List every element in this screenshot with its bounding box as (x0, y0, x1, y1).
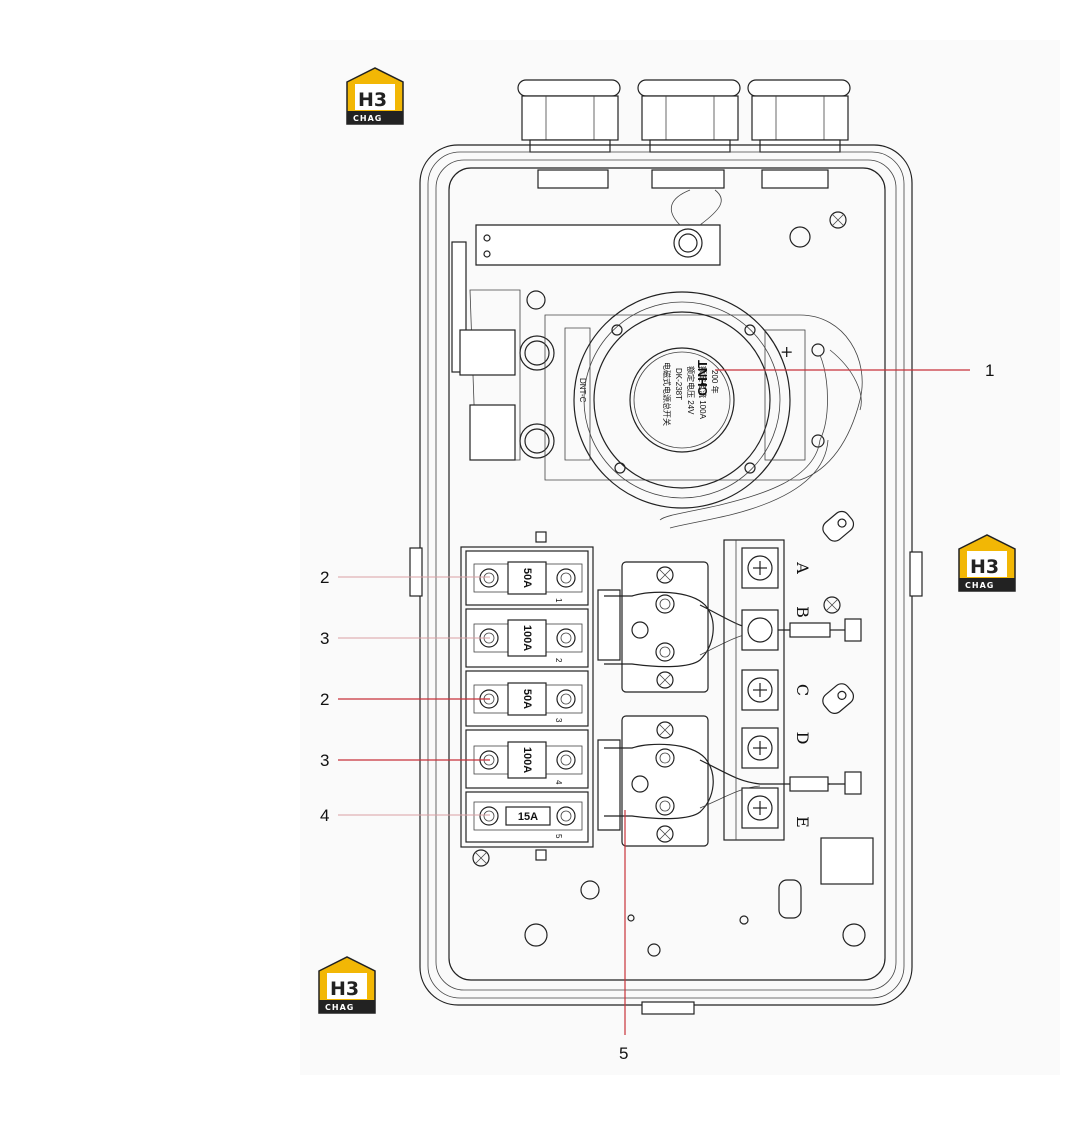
svg-text:H3: H3 (330, 978, 359, 1000)
fuse-row-5: 15A 5 (465, 791, 589, 843)
callout-3a: 3 (320, 629, 329, 648)
cable-gland-right (747, 79, 851, 189)
fuse-rating-3: 50A (521, 689, 533, 709)
svg-text:4: 4 (554, 780, 563, 785)
cable-gland-left (517, 79, 621, 189)
svg-text:电磁式电源总开关: 电磁式电源总开关 (662, 362, 672, 426)
fuse-row-4: 100A 4 (465, 729, 589, 789)
fuse-rating-4: 100A (521, 747, 533, 773)
svg-text:200 年: 200 年 (710, 370, 720, 394)
fuse-rating-2: 100A (521, 625, 533, 651)
fuse-row-3: 50A 3 (465, 670, 589, 727)
master-switch-relay: DNT-C CHNT 电磁式电源总开关 DK-238T 额定电压 24V 额定电… (459, 289, 863, 529)
callout-1: 1 (985, 361, 994, 380)
callout-2a: 2 (320, 568, 329, 587)
terminal-label-e: E (793, 816, 812, 828)
svg-text:1: 1 (554, 598, 563, 603)
svg-text:额定电流 100A: 额定电流 100A (698, 366, 708, 420)
callout-5: 5 (619, 1044, 628, 1063)
logo-bottom-left: H3 CHAG (318, 956, 376, 1014)
terminal-label-a: A (793, 561, 812, 574)
busbar-bracket-upper (597, 561, 795, 693)
callout-2b: 2 (320, 690, 329, 709)
callout-3b: 3 (320, 751, 329, 770)
fuse-rating-1: 50A (521, 568, 533, 588)
callout-labels: 1 2 3 2 3 4 5 (320, 361, 994, 1063)
callout-leaders (338, 369, 970, 1035)
svg-text:DK-238T: DK-238T (674, 368, 683, 400)
svg-text:H3: H3 (970, 556, 999, 578)
svg-text:5: 5 (554, 834, 563, 839)
terminal-label-c: C (793, 684, 812, 696)
fuse-block (460, 531, 594, 867)
callout-4: 4 (320, 806, 329, 825)
svg-text:2: 2 (554, 658, 563, 663)
svg-text:CHAG: CHAG (965, 581, 994, 590)
cable-glands (517, 79, 851, 189)
wire-plugs (789, 510, 862, 795)
svg-text:CHAG: CHAG (353, 114, 382, 123)
svg-text:CHNT: CHNT (695, 360, 710, 396)
svg-text:额定电压 24V: 额定电压 24V (686, 366, 696, 415)
lower-fixtures (524, 837, 874, 957)
side-tab-right (909, 551, 923, 597)
svg-text:+: + (780, 342, 793, 361)
logo-right: H3 CHAG (958, 534, 1016, 592)
terminal-label-d: D (793, 732, 812, 745)
side-tab-left (409, 547, 423, 597)
enclosure (409, 144, 923, 1015)
diagram-background (300, 40, 1060, 1075)
fuse-row-1: 50A 1 (465, 550, 589, 606)
bottom-tab (641, 1001, 695, 1015)
svg-text:H3: H3 (358, 89, 387, 111)
svg-text:CHAG: CHAG (325, 1003, 354, 1012)
svg-text:DNT-C: DNT-C (578, 378, 587, 403)
terminal-strip: A B C D E (723, 539, 812, 841)
busbar-bracket-lower (597, 715, 830, 847)
svg-text:3: 3 (554, 718, 563, 723)
terminal-label-b: B (793, 606, 812, 618)
fuse-rating-5: 15A (518, 811, 538, 823)
cable-gland-middle (637, 79, 741, 189)
logo-top-left: H3 CHAG (346, 67, 404, 125)
